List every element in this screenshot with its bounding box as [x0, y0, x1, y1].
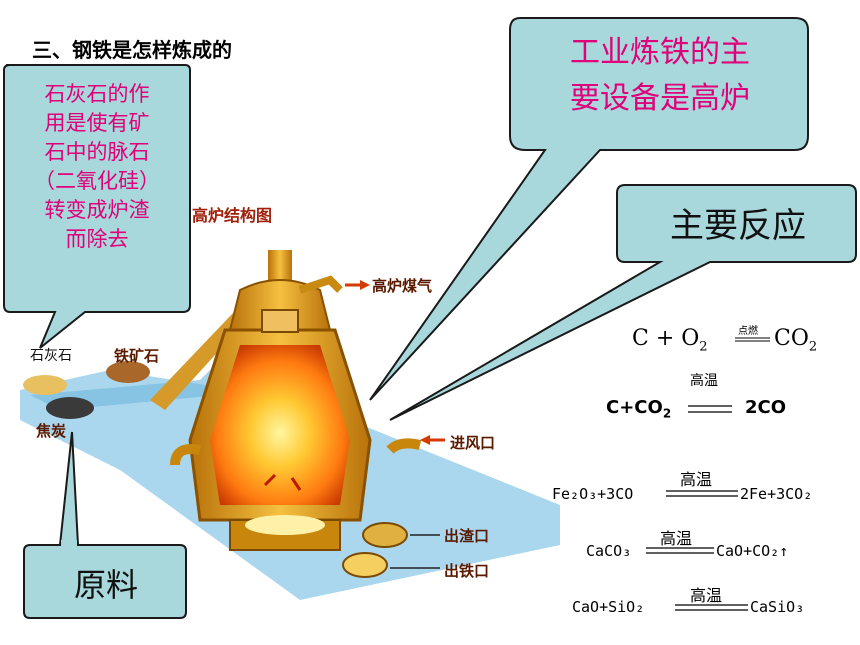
eq5-rhs: CaSiO₃: [750, 598, 805, 616]
equation-2-lhs: C+CO2: [606, 397, 671, 421]
eq2-condition: 高温: [690, 373, 718, 389]
eq3-condition: 高温: [680, 470, 713, 489]
gas-pipe: [298, 275, 343, 294]
molten-iron: [245, 515, 325, 535]
flow-arrow: [290, 477, 302, 491]
eq1-lhs: C + O: [632, 326, 700, 351]
eq3-rhs: 2Fe+3CO₂: [740, 485, 813, 503]
callout-line: 用是使有矿: [44, 111, 150, 135]
eq1-rhs-sub: 2: [808, 339, 818, 355]
tuyere-pipe-right: [386, 438, 422, 454]
gas-arrow-head: [360, 280, 370, 290]
eq2-rhs: 2CO: [745, 397, 787, 418]
callout-line: （二氧化硅）: [34, 169, 160, 193]
eq1-condition: 点燃: [738, 326, 758, 337]
eq3-lhs: Fe₂O₃+3CO: [552, 485, 634, 503]
callout-limestone-role: [3, 64, 191, 349]
callout-main-equipment: [369, 17, 809, 401]
label-iron-outlet: 出铁口: [444, 562, 490, 580]
flow-arrow: [263, 473, 277, 487]
callout-limestone-text: 石灰石的作 用是使有矿 石中的脉石 （二氧化硅） 转变成炉渣 而除去: [6, 80, 188, 254]
callout-line: 石灰石的作: [44, 82, 150, 106]
callout-line: 要设备是高炉: [570, 81, 750, 116]
eq1-lhs-sub: 2: [699, 339, 708, 355]
callout-raw-materials-text: 原料: [73, 566, 138, 604]
equation-1: C + O2: [632, 326, 708, 354]
furnace-interior: [210, 345, 350, 505]
section-heading: 三、钢铁是怎样炼成的: [32, 38, 232, 62]
callout-line: 转变成炉渣: [44, 198, 150, 222]
callout-main-reactions: [389, 184, 857, 421]
callout-line: 石中的脉石: [44, 140, 150, 164]
air-arrow-head: [420, 435, 430, 445]
label-slag-outlet: 出渣口: [444, 527, 490, 545]
iron-ore-pile: [106, 361, 150, 383]
callout-raw-materials-pointer: [58, 431, 80, 546]
label-air-inlet: 进风口: [450, 434, 496, 452]
callout-equipment-text: 工业炼铁的主 要设备是高炉: [512, 30, 808, 122]
eq4-condition: 高温: [660, 529, 693, 548]
eq2-lhs: C+CO: [606, 397, 663, 418]
callout-raw-materials: [23, 544, 187, 619]
eq4-lhs: CaCO₃: [586, 542, 632, 560]
callout-line: 而除去: [65, 227, 129, 251]
label-furnace-gas: 高炉煤气: [372, 277, 433, 295]
tuyere-pipe-left: [170, 444, 201, 466]
pointer-mask: [61, 540, 77, 550]
limestone-pile: [23, 375, 67, 395]
diagram-title: 高炉结构图: [192, 206, 273, 225]
callout-reactions-text: 主要反应: [670, 206, 806, 246]
slag-ladle: [362, 522, 408, 548]
eq1-rhs: CO: [774, 326, 809, 351]
label-coke: 焦炭: [36, 422, 67, 440]
coke-pile: [46, 397, 94, 419]
label-limestone: 石灰石: [30, 348, 72, 364]
eq2-lhs-sub: 2: [662, 406, 672, 421]
eq1-rhs-wrap: CO2: [774, 326, 817, 354]
label-iron-ore: 铁矿石: [114, 347, 160, 365]
charging-bell: [261, 309, 299, 333]
iron-ladle: [342, 552, 388, 578]
eq5-lhs: CaO+SiO₂: [572, 598, 645, 616]
eq5-condition: 高温: [690, 586, 723, 605]
callout-line: 工业炼铁的主: [570, 35, 750, 70]
eq4-rhs: CaO+CO₂↑: [716, 542, 789, 560]
